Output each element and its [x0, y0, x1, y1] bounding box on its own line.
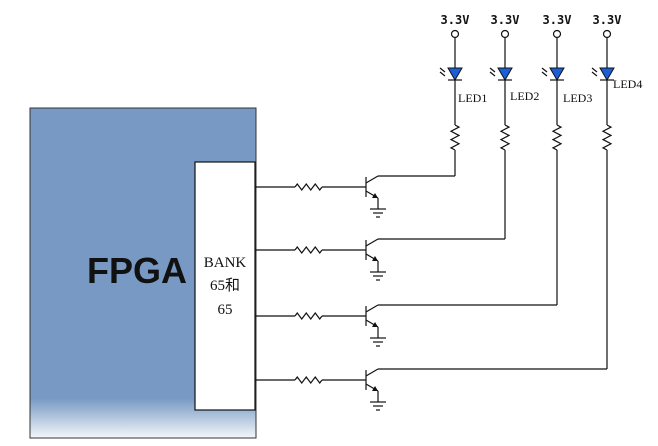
led-4-label: LED4 — [613, 77, 642, 91]
led-4-icon — [599, 67, 615, 81]
supply-terminal-1 — [450, 29, 460, 39]
transistor-2-arrow-icon — [372, 256, 378, 261]
fpga-label: FPGA — [87, 250, 187, 291]
led-1-label: LED1 — [458, 91, 487, 105]
bank-box — [194, 161, 256, 411]
base-resistor-1 — [294, 183, 323, 191]
transistor-4-collector — [365, 368, 379, 377]
led-4-resistor — [601, 124, 613, 151]
annotation-dash: - — [535, 361, 539, 375]
led-3-label: LED3 — [563, 91, 592, 105]
transistor-1-arrow-icon — [372, 193, 378, 198]
transistor-1-collector — [365, 175, 379, 184]
bank-label-line2: 65和 — [210, 277, 240, 294]
supply-label-3: 3.3V — [543, 13, 572, 27]
supply-label-2: 3.3V — [491, 13, 520, 27]
led-2-label: LED2 — [510, 89, 539, 103]
led-1-icon — [447, 67, 463, 81]
led-channels: 3.3V LED1 3.3V LED2 3.3V LED3 3.3V LED4 — [255, 13, 642, 411]
transistor-3-arrow-icon — [372, 322, 378, 327]
led-2-icon — [497, 67, 513, 81]
supply-label-4: 3.3V — [593, 13, 622, 27]
led-2-emission-icon — [489, 67, 496, 77]
led-3-emission-icon — [541, 67, 548, 77]
supply-terminal-2 — [500, 29, 510, 39]
transistor-2-collector — [365, 238, 379, 247]
base-resistor-3 — [294, 312, 323, 320]
supply-terminal-4 — [602, 29, 612, 39]
bank-label-line1: BANK — [204, 255, 247, 271]
supply-label-1: 3.3V — [441, 13, 470, 27]
bank-label-line3: 65 — [218, 302, 233, 318]
led-3-icon — [549, 67, 565, 81]
base-resistor-2 — [294, 246, 323, 254]
base-resistor-4 — [294, 376, 323, 384]
led-4-emission-icon — [591, 67, 598, 77]
led-1-resistor — [449, 124, 461, 151]
led-3-resistor — [551, 124, 563, 151]
supply-terminal-3 — [552, 29, 562, 39]
transistor-3-collector — [365, 304, 379, 313]
transistor-4-arrow-icon — [372, 386, 378, 391]
led-2-resistor — [499, 124, 511, 151]
led-1-emission-icon — [439, 67, 446, 77]
